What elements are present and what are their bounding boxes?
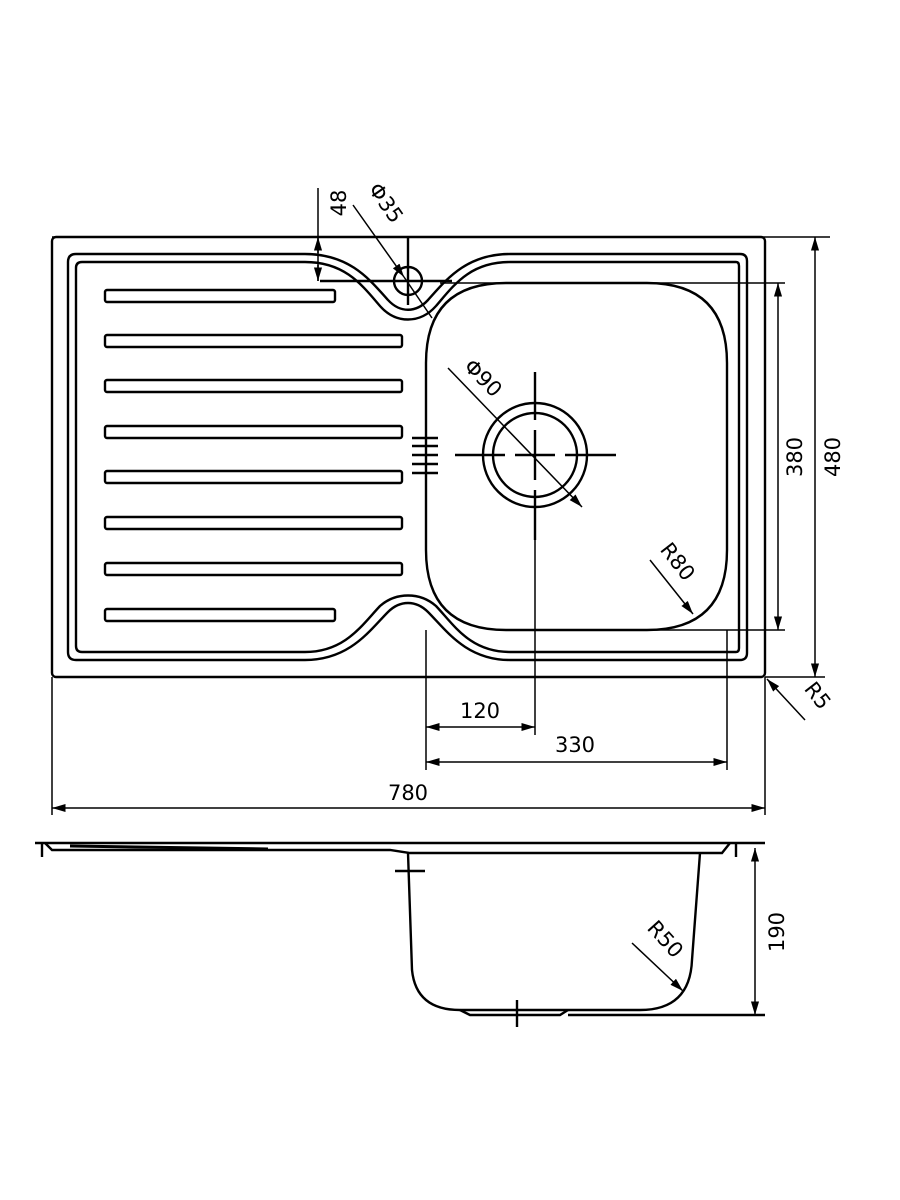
dim-bowl-height: 190 bbox=[765, 912, 789, 952]
rib bbox=[103, 288, 337, 304]
side-view bbox=[35, 841, 765, 1027]
top-view bbox=[50, 235, 767, 679]
dim-drain-offset: 120 bbox=[460, 699, 500, 723]
rib bbox=[103, 515, 404, 531]
overflow-slots bbox=[412, 436, 438, 475]
dimension-labels: 48 Φ35 Φ90 R80 380 480 R5 120 330 780 19… bbox=[327, 178, 845, 962]
rib bbox=[103, 424, 404, 440]
drainboard-contour bbox=[66, 252, 749, 662]
dim-outer-radius: R5 bbox=[799, 677, 835, 714]
rib bbox=[103, 378, 404, 394]
center-lines bbox=[320, 237, 616, 540]
dim-bowl-depth: 380 bbox=[783, 437, 807, 477]
rib bbox=[103, 607, 337, 623]
drainboard-contour-inner bbox=[74, 260, 741, 654]
rib bbox=[103, 561, 404, 577]
dim-overall-width: 780 bbox=[388, 781, 428, 805]
rib bbox=[103, 469, 404, 485]
dimension-lines bbox=[51, 188, 830, 815]
dim-overall-depth: 480 bbox=[821, 437, 845, 477]
dim-tap-hole: Φ35 bbox=[363, 178, 407, 227]
dim-bowl-width: 330 bbox=[555, 733, 595, 757]
dim-tap-offset: 48 bbox=[327, 190, 351, 217]
dim-bowl-radius: R80 bbox=[655, 538, 699, 585]
dim-bottom-radius: R50 bbox=[642, 916, 687, 963]
drainboard-ribs bbox=[103, 288, 404, 623]
dim-drain: Φ90 bbox=[459, 354, 507, 402]
rib bbox=[103, 333, 404, 349]
